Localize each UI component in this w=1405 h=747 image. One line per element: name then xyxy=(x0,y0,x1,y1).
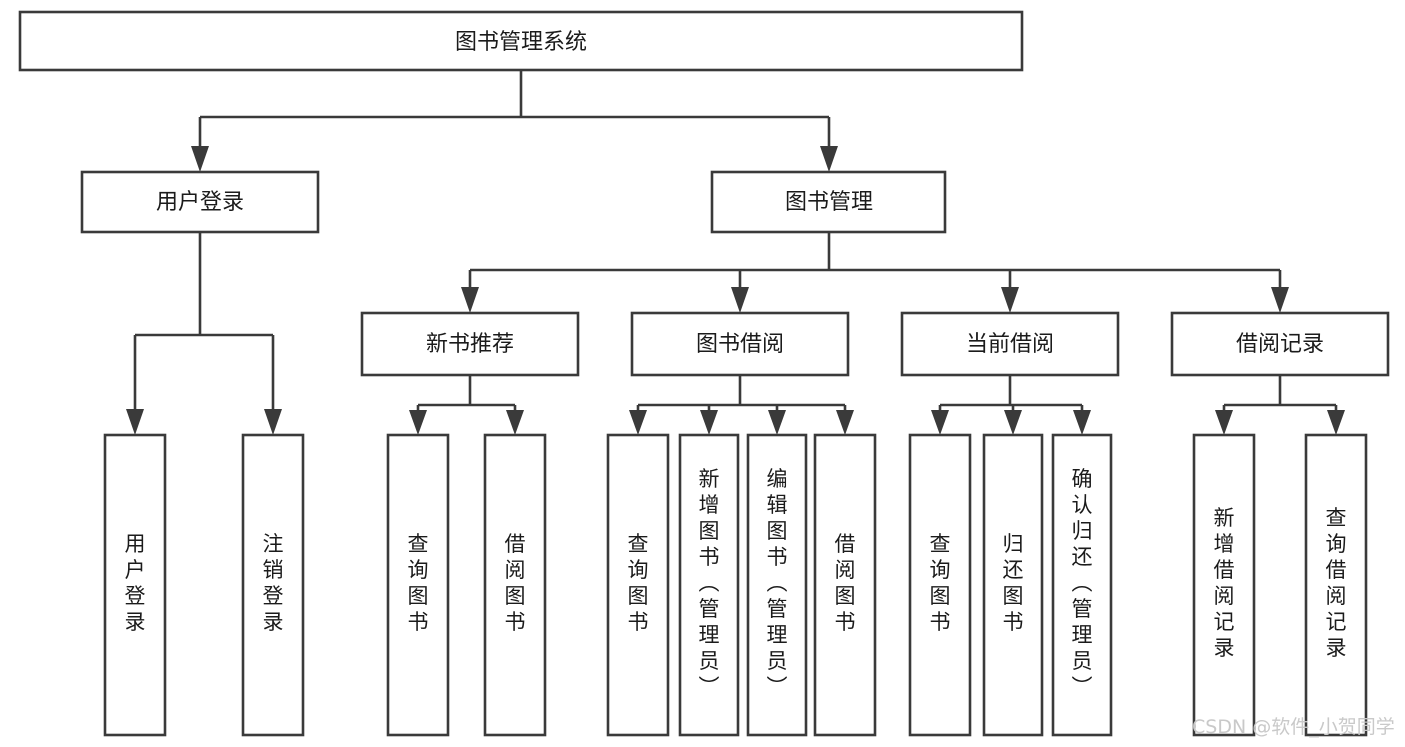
node-leaf-query-book-2-box[interactable] xyxy=(606,433,670,737)
arrow-to-leaf-return-book xyxy=(1004,410,1022,435)
node-leaf-borrow-book-2-label: 借阅图书 xyxy=(835,532,856,634)
node-leaf-confirm-return[interactable]: 确认归还︵管理员︶ xyxy=(1051,433,1113,737)
node-leaf-edit-book-label: 编辑图书︵管理员︶ xyxy=(767,467,788,699)
node-leaf-logout-box[interactable] xyxy=(241,433,305,737)
arrow-to-leaf-query-book-3 xyxy=(931,410,949,435)
node-leaf-user-login-label: 用户登录 xyxy=(125,532,146,634)
node-leaf-query-borrow-record-box[interactable] xyxy=(1304,433,1368,737)
node-leaf-borrow-book-2-box[interactable] xyxy=(813,433,877,737)
arrow-to-user-login xyxy=(191,146,209,172)
node-leaf-return-book-label: 归还图书 xyxy=(1003,532,1024,634)
node-leaf-confirm-return-label: 确认归还︵管理员︶ xyxy=(1072,467,1093,699)
node-leaf-user-login[interactable]: 用户登录 xyxy=(103,433,167,737)
node-leaf-add-borrow-record-box[interactable] xyxy=(1192,433,1256,737)
node-current-borrow-label: 当前借阅 xyxy=(966,332,1054,357)
arrow-to-leaf-logout xyxy=(264,409,282,435)
node-book-borrow-label: 图书借阅 xyxy=(696,332,784,357)
csdn-watermark: CSDN @软件_小贺同学 xyxy=(1192,716,1395,738)
node-leaf-add-book-box[interactable] xyxy=(678,433,740,737)
node-leaf-borrow-book-2[interactable]: 借阅图书 xyxy=(813,433,877,737)
node-book-manage-box[interactable] xyxy=(710,170,947,234)
node-leaf-query-borrow-record[interactable]: 查询借阅记录 xyxy=(1304,433,1368,737)
arrow-to-leaf-edit-book xyxy=(768,410,786,435)
node-new-book-recommend-box[interactable] xyxy=(360,311,580,377)
arrow-to-new-book-recommend xyxy=(461,287,479,313)
node-leaf-confirm-return-box[interactable] xyxy=(1051,433,1113,737)
node-leaf-query-book-1[interactable]: 查询图书 xyxy=(386,433,450,737)
node-current-borrow-box[interactable] xyxy=(900,311,1120,377)
node-user-login-box[interactable] xyxy=(80,170,320,234)
node-leaf-return-book[interactable]: 归还图书 xyxy=(982,433,1044,737)
node-root-box[interactable] xyxy=(18,10,1024,72)
arrow-to-leaf-query-book-1 xyxy=(409,410,427,435)
node-current-borrow[interactable]: 当前借阅 xyxy=(900,311,1120,377)
arrow-to-leaf-borrow-book-2 xyxy=(836,410,854,435)
arrow-to-book-borrow xyxy=(731,287,749,313)
node-leaf-add-book-label: 新增图书︵管理员︶ xyxy=(699,467,720,699)
node-leaf-return-book-box[interactable] xyxy=(982,433,1044,737)
leaves-layer: 用户登录 注销登录 查询图书 借阅图书 查询图书 新增图书︵管理员︶ 编辑图书︵管理员︶ 借阅… xyxy=(103,433,1368,737)
node-root-label: 图书管理系统 xyxy=(455,30,587,55)
arrow-to-leaf-add-borrow-record xyxy=(1215,410,1233,435)
node-user-login[interactable]: 用户登录 xyxy=(80,170,320,234)
node-leaf-add-borrow-record-label: 新增借阅记录 xyxy=(1214,506,1235,660)
node-book-borrow[interactable]: 图书借阅 xyxy=(630,311,850,377)
node-leaf-borrow-book-1-label: 借阅图书 xyxy=(505,532,526,634)
node-book-manage-label: 图书管理 xyxy=(785,190,873,215)
node-leaf-logout[interactable]: 注销登录 xyxy=(241,433,305,737)
node-user-login-label: 用户登录 xyxy=(156,190,244,215)
node-leaf-user-login-box[interactable] xyxy=(103,433,167,737)
node-leaf-add-book[interactable]: 新增图书︵管理员︶ xyxy=(678,433,740,737)
arrow-to-leaf-confirm-return xyxy=(1073,410,1091,435)
node-book-borrow-box[interactable] xyxy=(630,311,850,377)
arrow-to-leaf-query-book-2 xyxy=(629,410,647,435)
node-leaf-add-borrow-record[interactable]: 新增借阅记录 xyxy=(1192,433,1256,737)
arrow-to-current-borrow xyxy=(1001,287,1019,313)
node-new-book-recommend[interactable]: 新书推荐 xyxy=(360,311,580,377)
node-leaf-edit-book[interactable]: 编辑图书︵管理员︶ xyxy=(746,433,808,737)
node-leaf-query-book-2[interactable]: 查询图书 xyxy=(606,433,670,737)
node-leaf-edit-book-box[interactable] xyxy=(746,433,808,737)
node-leaf-query-book-3-label: 查询图书 xyxy=(930,532,951,634)
node-new-book-recommend-label: 新书推荐 xyxy=(426,332,514,357)
arrow-to-leaf-user-login xyxy=(126,409,144,435)
arrow-to-borrow-record xyxy=(1271,287,1289,313)
node-borrow-record-label: 借阅记录 xyxy=(1236,332,1324,357)
node-leaf-query-borrow-record-label: 查询借阅记录 xyxy=(1326,506,1347,660)
node-borrow-record[interactable]: 借阅记录 xyxy=(1170,311,1390,377)
nodes-layer: 图书管理系统 用户登录 图书管理 新书推荐 图书借阅 xyxy=(18,10,1390,737)
arrow-to-leaf-borrow-book-1 xyxy=(506,410,524,435)
node-leaf-borrow-book-1[interactable]: 借阅图书 xyxy=(483,433,547,737)
node-leaf-query-book-1-label: 查询图书 xyxy=(408,532,429,634)
node-leaf-query-book-1-box[interactable] xyxy=(386,433,450,737)
node-leaf-query-book-3[interactable]: 查询图书 xyxy=(908,433,972,737)
node-root[interactable]: 图书管理系统 xyxy=(18,10,1024,72)
node-leaf-logout-label: 注销登录 xyxy=(263,532,284,634)
node-leaf-query-book-3-box[interactable] xyxy=(908,433,972,737)
arrow-to-book-manage xyxy=(820,146,838,172)
node-leaf-borrow-book-1-box[interactable] xyxy=(483,433,547,737)
node-book-manage[interactable]: 图书管理 xyxy=(710,170,947,234)
node-borrow-record-box[interactable] xyxy=(1170,311,1390,377)
arrow-to-leaf-query-borrow-record xyxy=(1327,410,1345,435)
arrow-to-leaf-add-book xyxy=(700,410,718,435)
node-leaf-query-book-2-label: 查询图书 xyxy=(628,532,649,634)
edges-layer xyxy=(126,70,1345,435)
